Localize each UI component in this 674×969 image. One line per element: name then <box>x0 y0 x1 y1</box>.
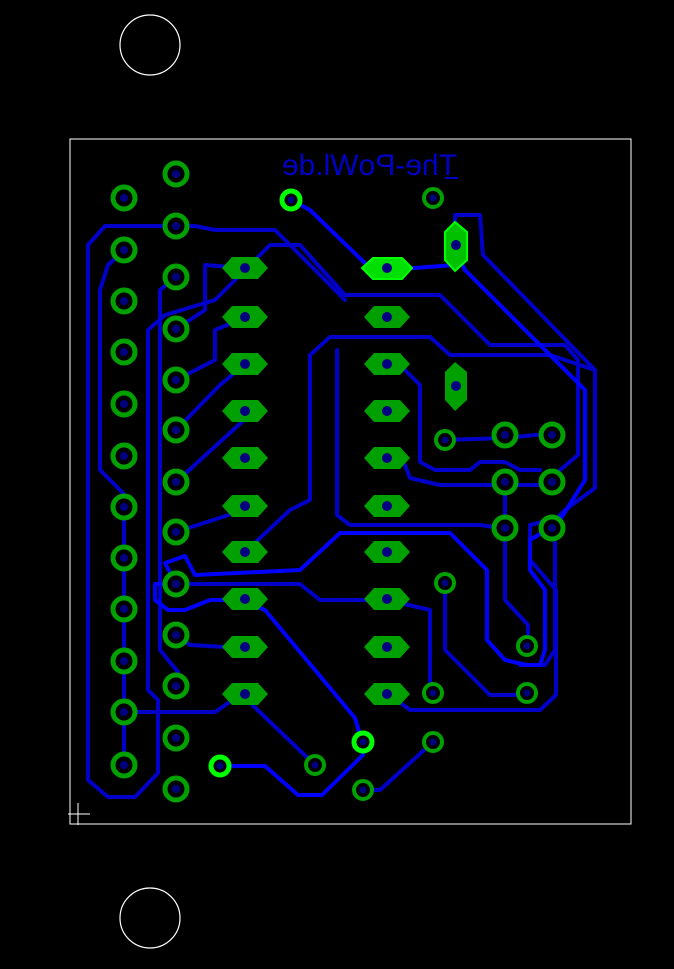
component-pads <box>304 187 538 801</box>
mounting-hole-bottom <box>119 887 181 949</box>
highlighted-pads <box>208 188 375 778</box>
board-outline <box>69 138 632 825</box>
drill-holes <box>120 170 556 794</box>
ic-pads-left <box>222 257 268 705</box>
bottom-traces <box>86 213 597 799</box>
mounting-hole-top <box>119 14 181 76</box>
silkscreen-text: The-PoWl.de <box>282 149 457 182</box>
origin-crosshair <box>68 803 90 825</box>
